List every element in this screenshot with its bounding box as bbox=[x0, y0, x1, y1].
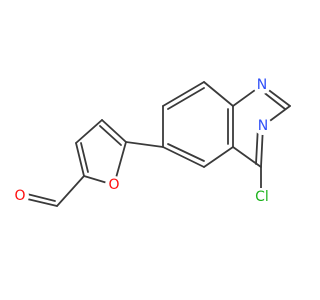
bond bbox=[203, 81, 234, 107]
bond bbox=[101, 119, 127, 143]
molecule-diagram: N N Cl O O bbox=[11, 76, 291, 207]
bond bbox=[167, 143, 205, 162]
bond bbox=[75, 142, 85, 177]
bond bbox=[167, 87, 205, 110]
bond bbox=[232, 146, 262, 168]
atom-cl-label: Cl bbox=[255, 189, 269, 205]
bond bbox=[203, 146, 234, 168]
atom-n1-label: N bbox=[257, 77, 267, 93]
atom-o-furan-label: O bbox=[108, 177, 119, 193]
bond bbox=[22, 197, 58, 207]
bond bbox=[261, 90, 286, 110]
atom-o-aldehyde-label: O bbox=[14, 188, 25, 204]
atom-o-aldehyde: O bbox=[11, 187, 29, 205]
atom-o-furan: O bbox=[105, 176, 123, 194]
atom-n3-label: N bbox=[258, 118, 268, 134]
bond bbox=[99, 125, 122, 146]
bond bbox=[56, 175, 85, 207]
bond bbox=[162, 81, 205, 107]
bond bbox=[75, 119, 103, 144]
atom-n3: N bbox=[254, 117, 272, 135]
bond bbox=[125, 141, 164, 148]
atom-cl: Cl bbox=[250, 188, 274, 206]
bond bbox=[80, 142, 89, 173]
atom-n1: N bbox=[253, 76, 271, 94]
bond bbox=[162, 146, 205, 168]
